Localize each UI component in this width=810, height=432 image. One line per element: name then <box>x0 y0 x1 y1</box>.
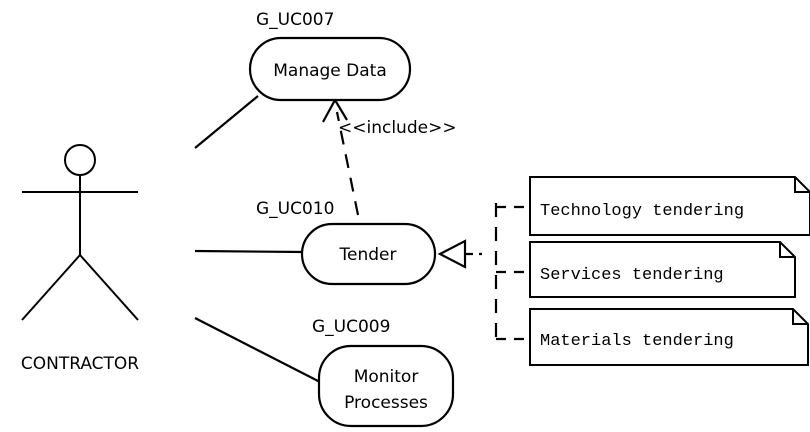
generalization-connectors <box>437 203 530 341</box>
use-case-tender[interactable]: G_UC010 Tender <box>256 199 437 286</box>
use-case-manage-data[interactable]: G_UC007 Manage Data <box>248 10 412 102</box>
note-text: Technology tendering <box>540 202 744 221</box>
association-tender <box>194 249 305 254</box>
use-case-name-line-2: Processes <box>344 393 428 413</box>
include-label: <<include>> <box>338 118 457 138</box>
include-dependency: <<include>> <box>322 97 457 216</box>
note-shape <box>529 241 796 298</box>
contractor-actor[interactable]: CONTRACTOR <box>21 144 139 374</box>
note-fold-icon <box>792 309 808 325</box>
use-case-name: Tender <box>339 245 397 265</box>
use-case-ellipse <box>317 344 455 428</box>
use-case-name-line-1: Monitor <box>354 367 419 387</box>
use-case-name: Manage Data <box>273 61 387 81</box>
association-monitor <box>194 317 321 383</box>
use-case-ellipse <box>300 222 437 286</box>
association-manage-data <box>194 95 259 149</box>
note-shape <box>529 176 810 236</box>
use-case-id-label: G_UC010 <box>256 199 334 219</box>
note-text: Materials tendering <box>540 332 734 351</box>
note-fold-icon <box>779 242 795 258</box>
note-shape <box>529 308 809 366</box>
note-materials-tendering[interactable]: Materials tendering <box>529 308 809 366</box>
note-fold-icon <box>794 177 810 193</box>
note-technology-tendering[interactable]: Technology tendering <box>529 176 810 236</box>
stick-figure-icon <box>21 144 139 321</box>
use-case-ellipse <box>248 36 412 102</box>
note-text: Services tendering <box>540 266 724 285</box>
note-services-tendering[interactable]: Services tendering <box>529 241 796 298</box>
use-case-id-label: G_UC007 <box>256 10 334 30</box>
actor-name: CONTRACTOR <box>21 354 139 374</box>
generalization-arrowhead <box>437 239 467 269</box>
use-case-monitor-processes[interactable]: G_UC009 Monitor Processes <box>312 317 455 428</box>
use-case-id-label: G_UC009 <box>312 317 390 337</box>
